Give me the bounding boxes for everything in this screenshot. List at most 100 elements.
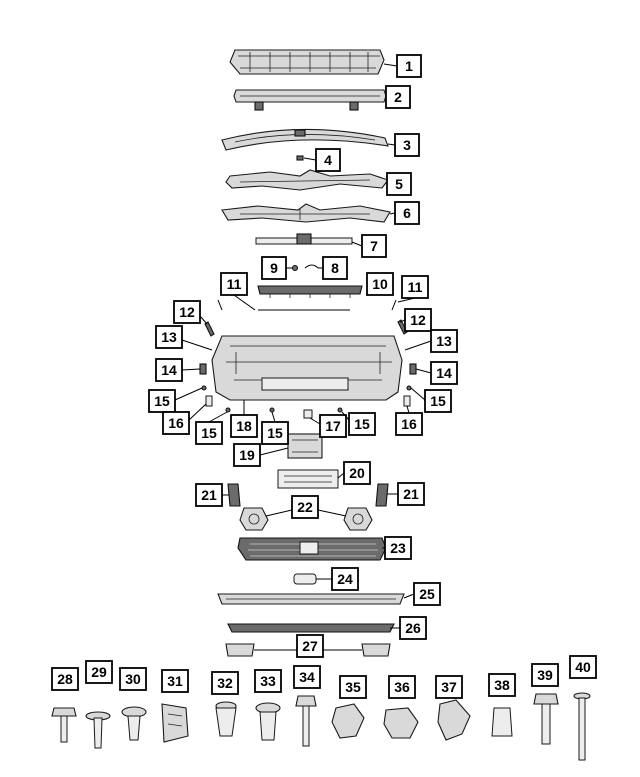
svg-text:18: 18 <box>236 418 252 434</box>
part-air-deflector-right <box>361 643 391 657</box>
svg-text:26: 26 <box>405 620 421 636</box>
svg-text:36: 36 <box>394 679 410 695</box>
callout-16-right: 16 <box>395 412 423 436</box>
callout-18: 18 <box>230 414 258 438</box>
part-side-reflector-left <box>199 363 207 375</box>
part-camera-strip <box>255 233 353 245</box>
svg-text:16: 16 <box>401 416 417 432</box>
svg-text:6: 6 <box>403 205 411 221</box>
callout-33: 33 <box>254 669 282 693</box>
fastener-33-grommet <box>255 702 281 741</box>
svg-text:3: 3 <box>403 137 411 153</box>
callout-32: 32 <box>211 671 239 695</box>
svg-text:21: 21 <box>201 487 217 503</box>
svg-text:25: 25 <box>419 586 435 602</box>
part-screw-small <box>291 264 299 272</box>
callout-15-d: 15 <box>261 421 289 445</box>
fastener-32-nut <box>215 701 237 737</box>
callout-35: 35 <box>339 675 367 699</box>
svg-text:31: 31 <box>167 673 183 689</box>
svg-text:4: 4 <box>324 152 332 168</box>
part-front-fascia <box>211 335 403 401</box>
part-park-sensor <box>303 409 313 419</box>
part-license-bracket <box>287 433 323 459</box>
callout-38: 38 <box>488 673 516 697</box>
svg-text:15: 15 <box>201 425 217 441</box>
svg-text:29: 29 <box>91 664 107 680</box>
svg-text:13: 13 <box>436 333 452 349</box>
part-side-trim-left <box>217 299 350 311</box>
svg-text:40: 40 <box>575 659 591 675</box>
part-lower-valance <box>217 593 405 605</box>
callout-30: 30 <box>119 667 147 691</box>
svg-text:5: 5 <box>395 176 403 192</box>
callout-12-left: 12 <box>173 300 201 324</box>
callout-15-b: 15 <box>424 389 452 413</box>
svg-text:15: 15 <box>267 425 283 441</box>
part-sensor-left <box>205 395 213 407</box>
fastener-38-spacer <box>491 707 513 737</box>
callout-7: 7 <box>361 234 387 258</box>
leader-lines <box>174 63 432 629</box>
part-upper-support <box>225 169 389 191</box>
fastener-36-u-nut <box>383 707 419 739</box>
fastener-28-bolt <box>51 707 77 743</box>
part-fog-lamp-right <box>375 483 389 507</box>
svg-text:32: 32 <box>217 675 233 691</box>
svg-text:1: 1 <box>405 58 413 74</box>
callout-20: 20 <box>343 461 371 485</box>
fastener-40-long-bolt <box>573 692 591 761</box>
svg-text:38: 38 <box>494 677 510 693</box>
svg-text:21: 21 <box>403 486 419 502</box>
callout-4: 4 <box>315 148 341 172</box>
callout-13-left: 13 <box>155 325 183 349</box>
fastener-39-bolt <box>533 693 559 745</box>
callout-6: 6 <box>394 201 420 225</box>
svg-text:33: 33 <box>260 673 276 689</box>
callout-14-left: 14 <box>155 358 183 382</box>
part-fog-bezel-right <box>343 507 373 531</box>
callout-9: 9 <box>261 256 287 280</box>
callout-2: 2 <box>385 85 411 109</box>
part-side-trim-right <box>391 299 397 311</box>
svg-text:15: 15 <box>354 416 370 432</box>
svg-text:19: 19 <box>239 447 255 463</box>
svg-text:20: 20 <box>349 465 365 481</box>
callout-36: 36 <box>388 675 416 699</box>
callout-22: 22 <box>291 495 319 519</box>
fastener-37-bracket-clip <box>437 699 471 741</box>
callout-16-left: 16 <box>162 411 190 435</box>
fastener-30-clip <box>121 706 147 741</box>
callout-14-right: 14 <box>430 361 458 385</box>
svg-text:28: 28 <box>57 671 73 687</box>
callout-29: 29 <box>85 660 113 684</box>
svg-text:7: 7 <box>370 238 378 254</box>
svg-text:30: 30 <box>125 671 141 687</box>
part-fog-lamp-left <box>227 483 241 507</box>
part-air-deflector-left <box>225 643 255 657</box>
callout-24: 24 <box>331 567 359 591</box>
svg-text:11: 11 <box>408 279 423 295</box>
svg-text:9: 9 <box>270 260 278 276</box>
part-air-splitter <box>227 623 395 633</box>
fastener-29-push-rivet <box>85 711 111 749</box>
part-side-reflector-right <box>409 363 417 375</box>
svg-text:14: 14 <box>436 365 452 381</box>
callout-19: 19 <box>233 443 261 467</box>
callout-21-left: 21 <box>195 483 223 507</box>
callout-10: 10 <box>366 272 394 296</box>
svg-text:34: 34 <box>299 669 315 685</box>
svg-text:13: 13 <box>161 329 177 345</box>
svg-text:2: 2 <box>394 89 402 105</box>
svg-text:11: 11 <box>227 276 242 292</box>
part-tow-hook-cover <box>293 573 317 585</box>
svg-text:24: 24 <box>337 571 353 587</box>
callout-39: 39 <box>531 663 559 687</box>
svg-text:37: 37 <box>441 679 457 695</box>
svg-text:15: 15 <box>430 393 446 409</box>
callout-labels: 1 2 3 4 5 6 7 8 9 10 11 11 12 12 13 13 1… <box>51 54 597 699</box>
callout-5: 5 <box>386 172 412 196</box>
callout-23: 23 <box>384 536 412 560</box>
part-bracket-left <box>204 321 215 337</box>
